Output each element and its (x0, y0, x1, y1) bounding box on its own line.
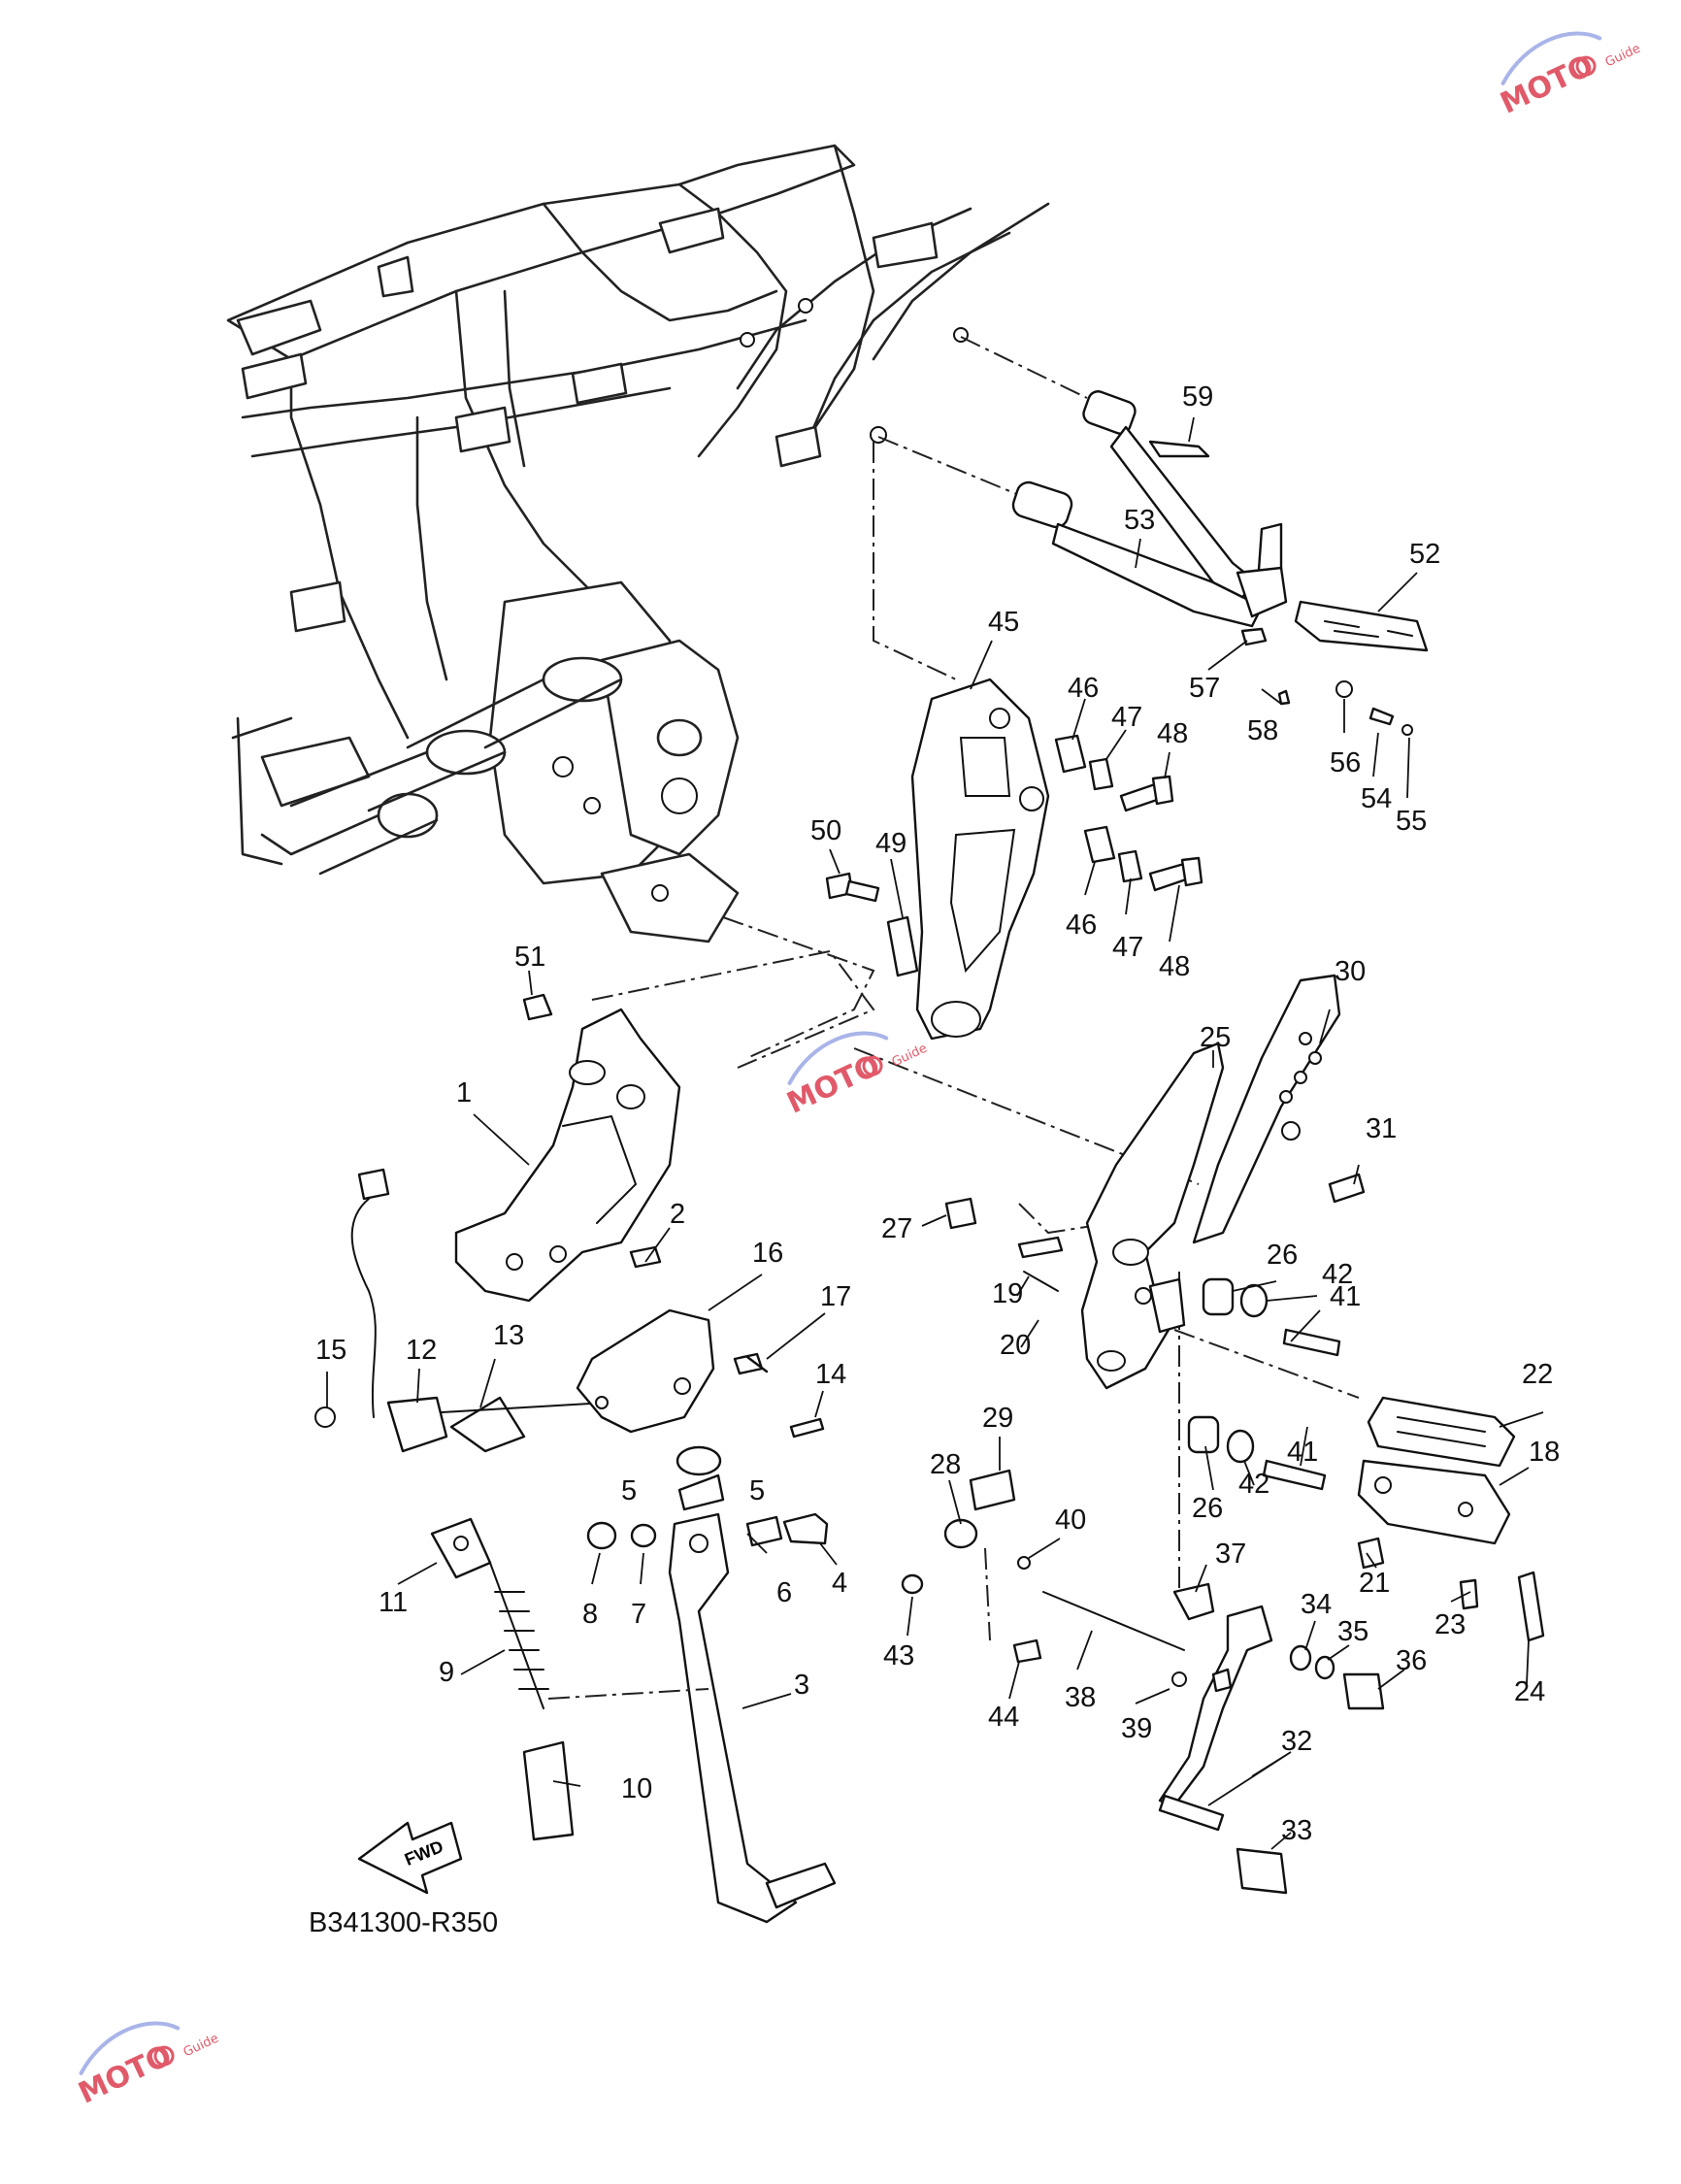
callout-13: 13 (493, 1320, 524, 1351)
callout-46: 46 (1066, 910, 1097, 941)
callout-48: 48 (1157, 718, 1188, 749)
watermark-center: MOTO Guide (782, 1031, 930, 1121)
callout-22: 22 (1522, 1359, 1553, 1390)
callout-1: 1 (456, 1077, 472, 1109)
callout-51: 51 (514, 942, 545, 973)
watermark-sub-1: Guide (1603, 42, 1643, 71)
sidestand-switch (314, 1168, 608, 1453)
callout-24: 24 (1514, 1676, 1545, 1707)
callout-20: 20 (1000, 1330, 1031, 1361)
callout-15: 15 (315, 1335, 346, 1366)
callout-47: 47 (1111, 702, 1142, 733)
callout-45: 45 (988, 607, 1019, 638)
callout-46: 46 (1068, 673, 1099, 704)
callout-16: 16 (752, 1238, 783, 1269)
callout-40: 40 (1055, 1505, 1086, 1536)
callout-43: 43 (883, 1640, 914, 1671)
watermark-top-right: MOTO Guide (1496, 31, 1643, 121)
callout-8: 8 (582, 1599, 598, 1630)
callout-5: 5 (621, 1475, 637, 1506)
footrest-bracket-25 (1080, 1042, 1225, 1390)
bushing-bolt-set (1054, 734, 1203, 892)
callout-56: 56 (1330, 747, 1361, 778)
diagram-code: B341300-R350 (309, 1907, 498, 1938)
callout-47: 47 (1112, 932, 1143, 963)
callout-57: 57 (1189, 673, 1220, 704)
callout-44: 44 (988, 1702, 1019, 1733)
brake-pedal (1042, 1582, 1385, 1895)
callout-26: 26 (1192, 1493, 1223, 1524)
guide-line-a (722, 916, 875, 1059)
forward-arrow: FWD (357, 1821, 463, 1895)
rear-footrest (1240, 600, 1429, 736)
callout-50: 50 (810, 815, 841, 846)
callout-27: 27 (881, 1213, 912, 1244)
motorcycle-frame (226, 144, 1050, 943)
callout-5: 5 (749, 1475, 765, 1506)
callout-3: 3 (794, 1670, 809, 1701)
callout-31: 31 (1366, 1113, 1397, 1144)
guide-line-b (591, 949, 875, 1069)
watermark-brand-1: MOTO (1496, 49, 1599, 121)
front-footrest (1357, 1396, 1545, 1642)
callout-28: 28 (930, 1449, 961, 1480)
callout-12: 12 (406, 1335, 437, 1366)
callout-53: 53 (1124, 505, 1155, 536)
callout-54: 54 (1361, 783, 1392, 814)
callout-38: 38 (1065, 1682, 1096, 1713)
footrest-bracket-45 (910, 678, 1050, 1041)
callout-55: 55 (1396, 806, 1427, 837)
callout-32: 32 (1281, 1726, 1312, 1757)
callout-33: 33 (1281, 1815, 1312, 1846)
callout-7: 7 (631, 1599, 646, 1630)
rear-footrest-bracket (873, 336, 1288, 680)
pivot-bolt-set (586, 1512, 829, 1550)
guide-line-f (1173, 1329, 1360, 1399)
callout-52: 52 (1409, 539, 1440, 570)
watermark-brand-2: MOTO (782, 1048, 886, 1121)
callout-39: 39 (1121, 1713, 1152, 1744)
callout-9: 9 (439, 1657, 454, 1688)
watermark-sub-2: Guide (890, 1042, 930, 1071)
footrest-hardware (944, 1197, 1341, 1491)
sidestand (547, 1445, 837, 1924)
callout-17: 17 (820, 1281, 851, 1312)
callout-21: 21 (1359, 1568, 1390, 1599)
watermark-sub-3: Guide (181, 2032, 221, 2061)
callout-34: 34 (1301, 1589, 1332, 1620)
callout-6: 6 (776, 1577, 792, 1608)
sidestand-bracket (454, 993, 681, 1303)
plate-bolt-49-50 (825, 872, 919, 977)
heel-guard (1192, 974, 1366, 1244)
callout-25: 25 (1200, 1022, 1231, 1053)
callout-23: 23 (1434, 1609, 1466, 1640)
callout-10: 10 (621, 1773, 652, 1804)
callout-35: 35 (1337, 1616, 1368, 1647)
callout-26: 26 (1267, 1240, 1298, 1271)
callout-49: 49 (875, 828, 906, 859)
callout-11: 11 (379, 1587, 408, 1618)
spring-assembly (430, 1517, 575, 1841)
callout-59: 59 (1182, 381, 1213, 413)
callout-30: 30 (1335, 956, 1366, 987)
callout-48: 48 (1159, 951, 1190, 982)
watermark-brand-3: MOTO (74, 2038, 178, 2111)
callout-41: 41 (1330, 1281, 1361, 1312)
watermark-bottom-left: MOTO Guide (74, 2021, 221, 2111)
callout-29: 29 (982, 1403, 1013, 1434)
callout-4: 4 (832, 1568, 847, 1599)
leader-lines (326, 416, 1544, 1850)
callout-18: 18 (1529, 1437, 1560, 1468)
callout-14: 14 (815, 1359, 846, 1390)
callout-42: 42 (1322, 1259, 1353, 1290)
brake-linkage (901, 1469, 1042, 1664)
switch-bracket-16 (576, 1308, 825, 1439)
callout-58: 58 (1247, 715, 1278, 746)
callout-37: 37 (1215, 1539, 1246, 1570)
callout-2: 2 (670, 1199, 685, 1230)
